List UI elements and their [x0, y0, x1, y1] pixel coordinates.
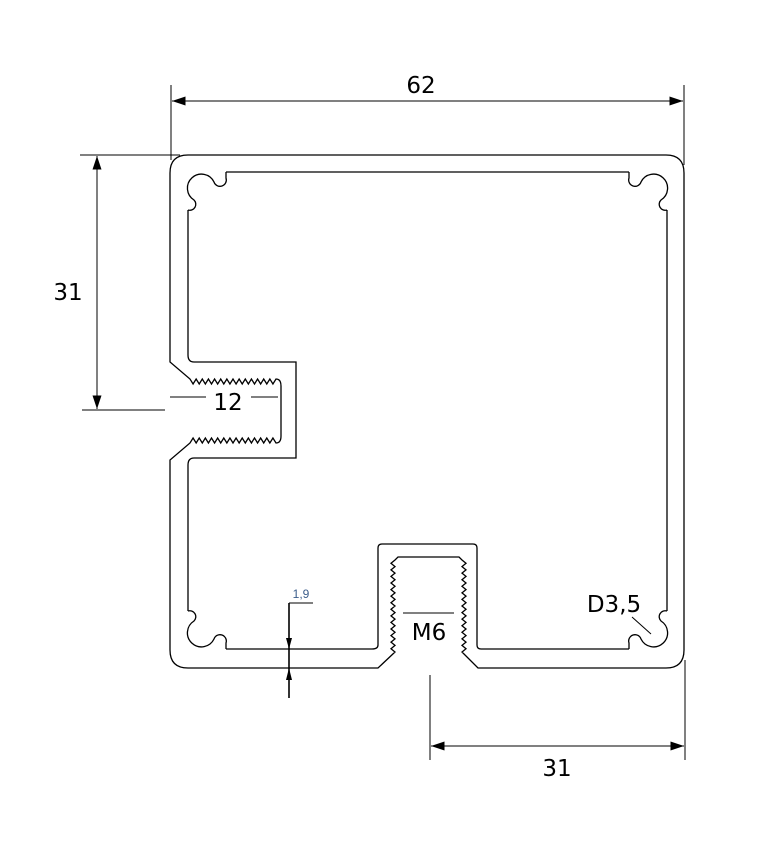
hole-diameter-label: D3,5 — [587, 592, 641, 618]
dimension-width: 62 — [170, 73, 685, 165]
dimension-half-height-label: 31 — [53, 280, 82, 306]
dimension-half-width-bottom-label: 31 — [542, 756, 571, 782]
screw-channel-bottom-left — [186, 610, 227, 649]
screw-channel-top-left — [186, 172, 227, 211]
dimension-wall-thickness-label: 1,9 — [293, 587, 310, 601]
dimension-slot-width-label: 12 — [213, 390, 242, 416]
dimension-slot-width: 12 — [170, 390, 278, 416]
dimension-wall-thickness: 1,9 — [286, 587, 313, 698]
screw-channel-top-right — [628, 172, 669, 211]
hole-diameter-annotation: D3,5 — [587, 592, 652, 635]
dimension-half-width-bottom: 31 — [429, 660, 686, 782]
dimension-half-height: 31 — [53, 154, 180, 411]
thread-label: M6 — [412, 620, 446, 646]
thread-annotation: M6 — [403, 612, 454, 646]
dimension-width-label: 62 — [406, 73, 435, 99]
profile-outer-contour — [169, 154, 685, 669]
screw-channel-bottom-right — [628, 610, 669, 649]
profile-inner-cavity — [187, 171, 668, 650]
